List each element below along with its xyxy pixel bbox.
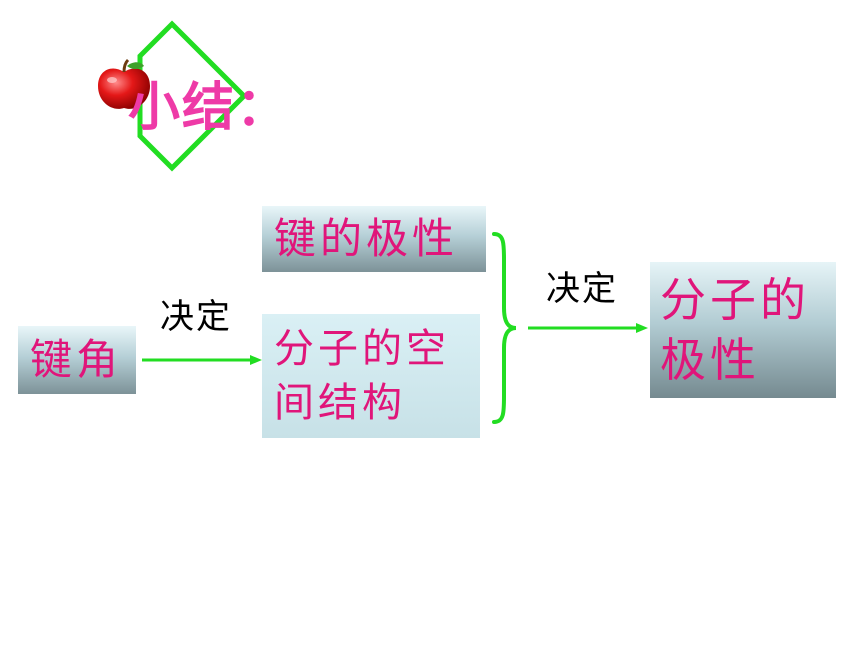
edge-label-decides-right: 决定	[546, 269, 618, 309]
node-bond-angle: 键角	[18, 326, 136, 394]
node-molecular-polarity-line2: 极性	[660, 333, 760, 387]
node-bond-polarity-label: 键的极性	[274, 214, 459, 263]
apple-icon	[98, 58, 150, 109]
node-spatial-structure-line2: 间结构	[274, 380, 406, 426]
brace-connector	[492, 232, 517, 424]
node-spatial-structure-line1: 分子的空	[274, 326, 450, 372]
diamond-decoration	[137, 20, 248, 172]
page-title: 小结：	[128, 78, 291, 138]
node-molecular-polarity: 分子的 极性	[650, 262, 836, 398]
node-bond-polarity: 键的极性	[262, 206, 486, 272]
node-spatial-structure: 分子的空 间结构	[262, 314, 480, 438]
node-molecular-polarity-line1: 分子的	[660, 273, 810, 327]
arrow-structure-to-molecular-polarity	[528, 323, 648, 333]
arrow-bond-angle-to-structure	[142, 355, 262, 365]
node-bond-angle-label: 键角	[30, 335, 123, 384]
edge-label-decides-left: 决定	[160, 297, 232, 337]
